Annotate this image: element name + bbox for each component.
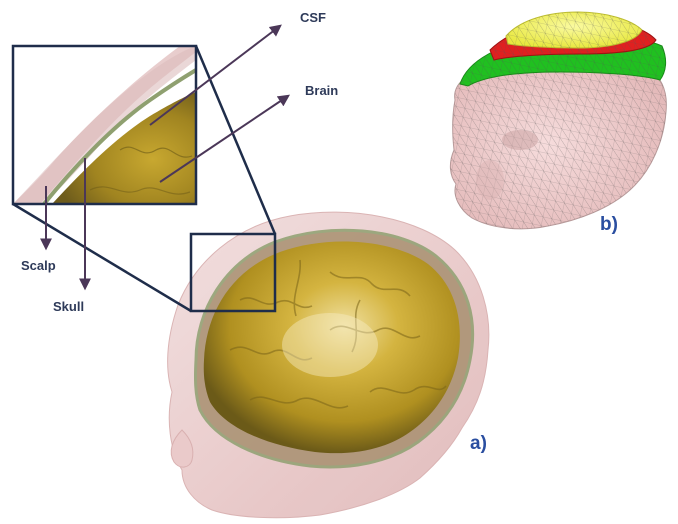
panel-b-label: b): [600, 214, 618, 235]
mesh-face-shading: [502, 130, 538, 150]
panel-a-label: a): [470, 433, 487, 454]
connector-line-top: [196, 46, 275, 234]
panel-a-head-model: [168, 212, 489, 518]
scalp-label: Scalp: [21, 258, 56, 273]
panel-b-mesh-model: [450, 12, 666, 229]
skull-label: Skull: [53, 299, 84, 314]
brain-highlight: [282, 313, 378, 377]
csf-label: CSF: [300, 10, 326, 25]
brain-label: Brain: [305, 83, 338, 98]
